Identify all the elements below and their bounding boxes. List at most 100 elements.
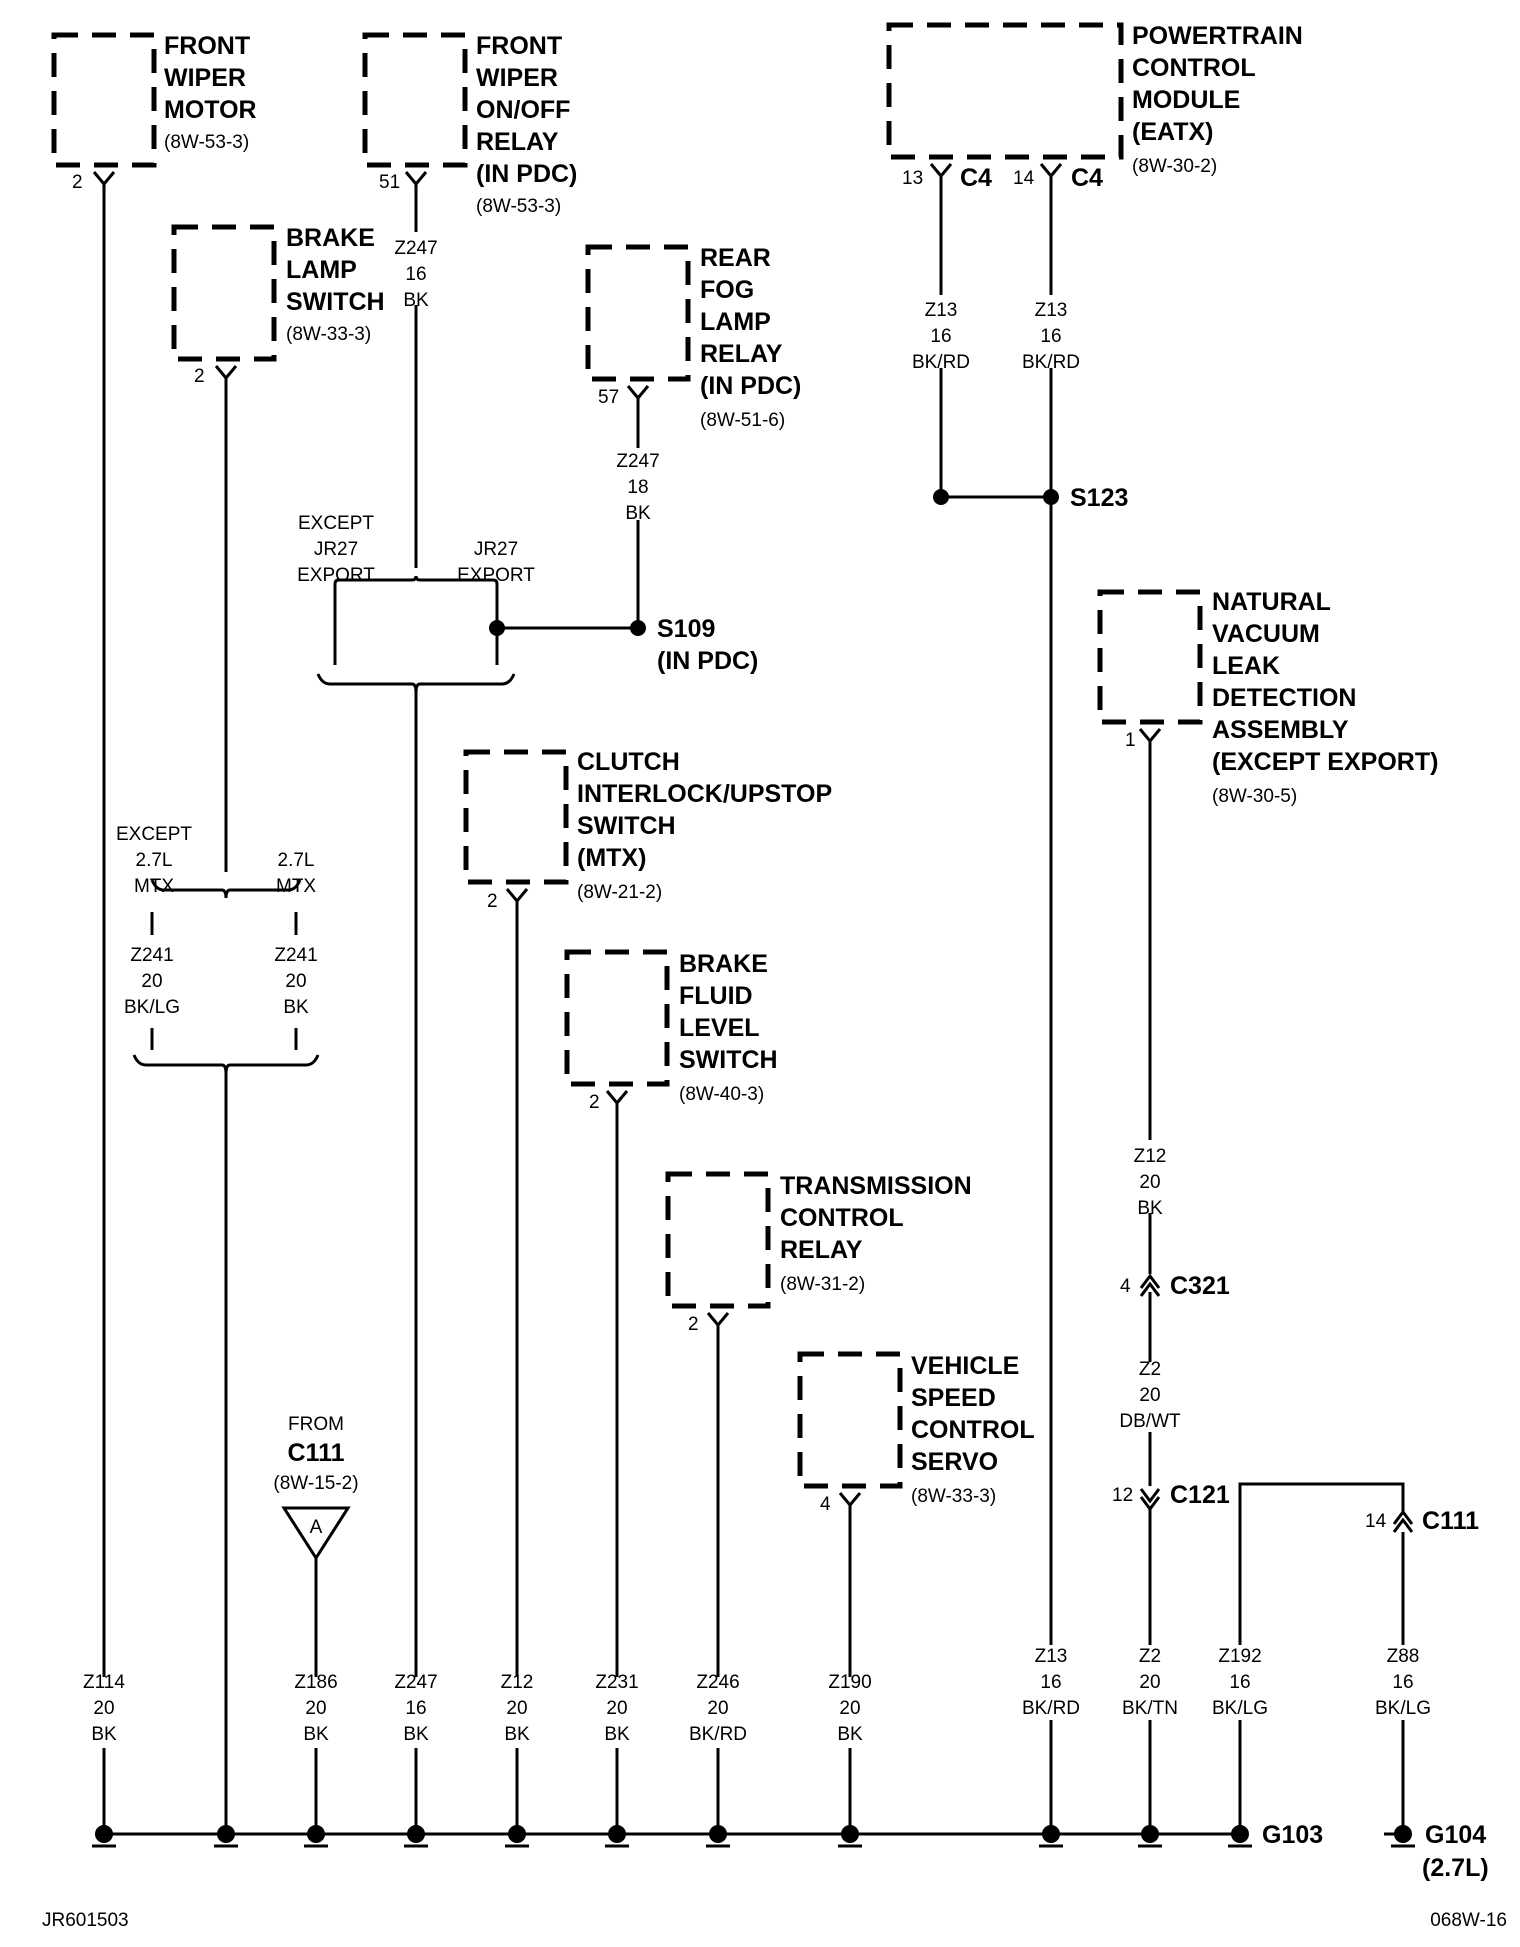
svg-text:FRONT: FRONT	[164, 32, 250, 60]
svg-text:13: 13	[902, 168, 923, 189]
svg-text:(8W-30-2): (8W-30-2)	[1132, 156, 1217, 177]
svg-text:BRAKE: BRAKE	[286, 224, 375, 252]
svg-text:(EXCEPT EXPORT): (EXCEPT EXPORT)	[1212, 748, 1438, 776]
svg-text:1: 1	[1125, 730, 1136, 751]
svg-text:NATURAL: NATURAL	[1212, 588, 1331, 616]
svg-text:MODULE: MODULE	[1132, 86, 1240, 114]
svg-text:Z114: Z114	[83, 1672, 125, 1693]
svg-text:Z231: Z231	[595, 1672, 638, 1693]
svg-text:JR27: JR27	[314, 539, 358, 560]
ground-labels: G103 G104 (2.7L)	[1262, 1821, 1489, 1882]
svg-text:(2.7L): (2.7L)	[1422, 1854, 1489, 1882]
svg-text:2.7L: 2.7L	[136, 850, 173, 871]
svg-text:LEVEL: LEVEL	[679, 1014, 760, 1042]
svg-text:A: A	[310, 1517, 323, 1538]
svg-text:ON/OFF: ON/OFF	[476, 96, 570, 124]
svg-text:Z247: Z247	[394, 1672, 437, 1693]
svg-text:20: 20	[305, 1698, 326, 1719]
svg-text:20: 20	[606, 1698, 627, 1719]
svg-text:2: 2	[688, 1314, 699, 1335]
svg-text:(IN PDC): (IN PDC)	[700, 372, 801, 400]
svg-text:Z246: Z246	[696, 1672, 739, 1693]
svg-text:FRONT: FRONT	[476, 32, 562, 60]
svg-text:Z13: Z13	[1035, 1646, 1068, 1667]
svg-text:Z241: Z241	[274, 945, 317, 966]
svg-text:20: 20	[285, 971, 306, 992]
svg-text:14: 14	[1365, 1511, 1387, 1532]
svg-text:16: 16	[1040, 326, 1061, 347]
front-wiper-relay: FRONT WIPER ON/OFF RELAY (IN PDC) (8W-53…	[362, 32, 577, 217]
brake-lamp-switch: BRAKE LAMP SWITCH (8W-33-3) 2	[171, 224, 385, 387]
svg-text:RELAY: RELAY	[476, 128, 559, 156]
svg-text:(8W-51-6): (8W-51-6)	[700, 410, 785, 431]
svg-text:BK/RD: BK/RD	[1022, 1698, 1080, 1719]
svg-text:16: 16	[1229, 1672, 1250, 1693]
svg-text:EXCEPT: EXCEPT	[116, 824, 192, 845]
svg-text:EXCEPT: EXCEPT	[298, 513, 374, 534]
svg-text:BK/RD: BK/RD	[912, 352, 970, 373]
svg-text:Z241: Z241	[130, 945, 173, 966]
inline-connector-labels: 4 C321 12 C121 14 C111	[1112, 1272, 1479, 1535]
upper-wire-labels: Z247 16 BK Z247 18 BK Z13 16 BK/RD Z13 1…	[124, 238, 1181, 1432]
svg-text:16: 16	[405, 1698, 426, 1719]
svg-text:(8W-53-3): (8W-53-3)	[164, 132, 249, 153]
svg-text:WIPER: WIPER	[164, 64, 246, 92]
svg-text:FLUID: FLUID	[679, 982, 753, 1010]
svg-text:SPEED: SPEED	[911, 1384, 996, 1412]
svg-text:20: 20	[707, 1698, 728, 1719]
svg-text:SWITCH: SWITCH	[577, 812, 676, 840]
svg-text:BK/TN: BK/TN	[1122, 1698, 1178, 1719]
svg-text:57: 57	[598, 387, 619, 408]
svg-text:S109: S109	[657, 615, 715, 643]
svg-text:2: 2	[194, 366, 205, 387]
inline-connector-symbols	[1139, 1273, 1414, 1533]
svg-text:BK/LG: BK/LG	[1375, 1698, 1431, 1719]
pin-connector-symbols	[92, 163, 1162, 1513]
splice-s123: S123	[933, 484, 1128, 512]
svg-text:BK: BK	[1137, 1198, 1163, 1219]
svg-text:VACUUM: VACUUM	[1212, 620, 1320, 648]
svg-text:DB/WT: DB/WT	[1119, 1411, 1181, 1432]
svg-text:16: 16	[1392, 1672, 1413, 1693]
svg-text:FOG: FOG	[700, 276, 754, 304]
svg-text:JR27: JR27	[474, 539, 518, 560]
svg-text:MTX: MTX	[134, 876, 174, 897]
svg-text:4: 4	[1120, 1276, 1131, 1297]
svg-text:CONTROL: CONTROL	[911, 1416, 1035, 1444]
svg-text:(8W-40-3): (8W-40-3)	[679, 1084, 764, 1105]
transmission-control-relay: TRANSMISSION CONTROL RELAY (8W-31-2) 2	[665, 1171, 972, 1335]
svg-text:BK: BK	[625, 503, 651, 524]
svg-text:BK: BK	[604, 1724, 630, 1745]
svg-text:RELAY: RELAY	[780, 1236, 863, 1264]
svg-text:20: 20	[839, 1698, 860, 1719]
svg-text:JR601503: JR601503	[42, 1910, 129, 1931]
svg-text:(8W-21-2): (8W-21-2)	[577, 882, 662, 903]
natural-vacuum-leak-detection: NATURAL VACUUM LEAK DETECTION ASSEMBLY (…	[1097, 588, 1438, 807]
svg-text:(IN PDC): (IN PDC)	[476, 160, 577, 188]
svg-text:FROM: FROM	[288, 1414, 344, 1435]
svg-text:20: 20	[141, 971, 162, 992]
svg-text:SWITCH: SWITCH	[286, 288, 385, 316]
bottom-wire-labels: Z114 20 BK Z186 20 BK Z247 16 BK Z12 20 …	[83, 1646, 1431, 1745]
svg-text:16: 16	[930, 326, 951, 347]
svg-text:REAR: REAR	[700, 244, 771, 272]
svg-text:LAMP: LAMP	[700, 308, 771, 336]
rear-fog-lamp-relay: REAR FOG LAMP RELAY (IN PDC) (8W-51-6) 5…	[585, 244, 801, 431]
svg-text:Z192: Z192	[1218, 1646, 1261, 1667]
svg-text:CLUTCH: CLUTCH	[577, 748, 680, 776]
svg-text:(IN PDC): (IN PDC)	[657, 647, 758, 675]
svg-text:C121: C121	[1170, 1481, 1230, 1509]
svg-text:(MTX): (MTX)	[577, 844, 646, 872]
svg-text:(8W-33-3): (8W-33-3)	[286, 324, 371, 345]
svg-text:Z247: Z247	[616, 451, 659, 472]
svg-text:12: 12	[1112, 1485, 1133, 1506]
svg-text:20: 20	[506, 1698, 527, 1719]
svg-text:20: 20	[93, 1698, 114, 1719]
svg-text:MOTOR: MOTOR	[164, 96, 257, 124]
splice-s109: S109 (IN PDC)	[489, 615, 758, 675]
svg-text:(8W-53-3): (8W-53-3)	[476, 196, 561, 217]
svg-text:(8W-33-3): (8W-33-3)	[911, 1486, 996, 1507]
from-c111-reference: FROM C111 (8W-15-2) A	[273, 1414, 359, 1561]
